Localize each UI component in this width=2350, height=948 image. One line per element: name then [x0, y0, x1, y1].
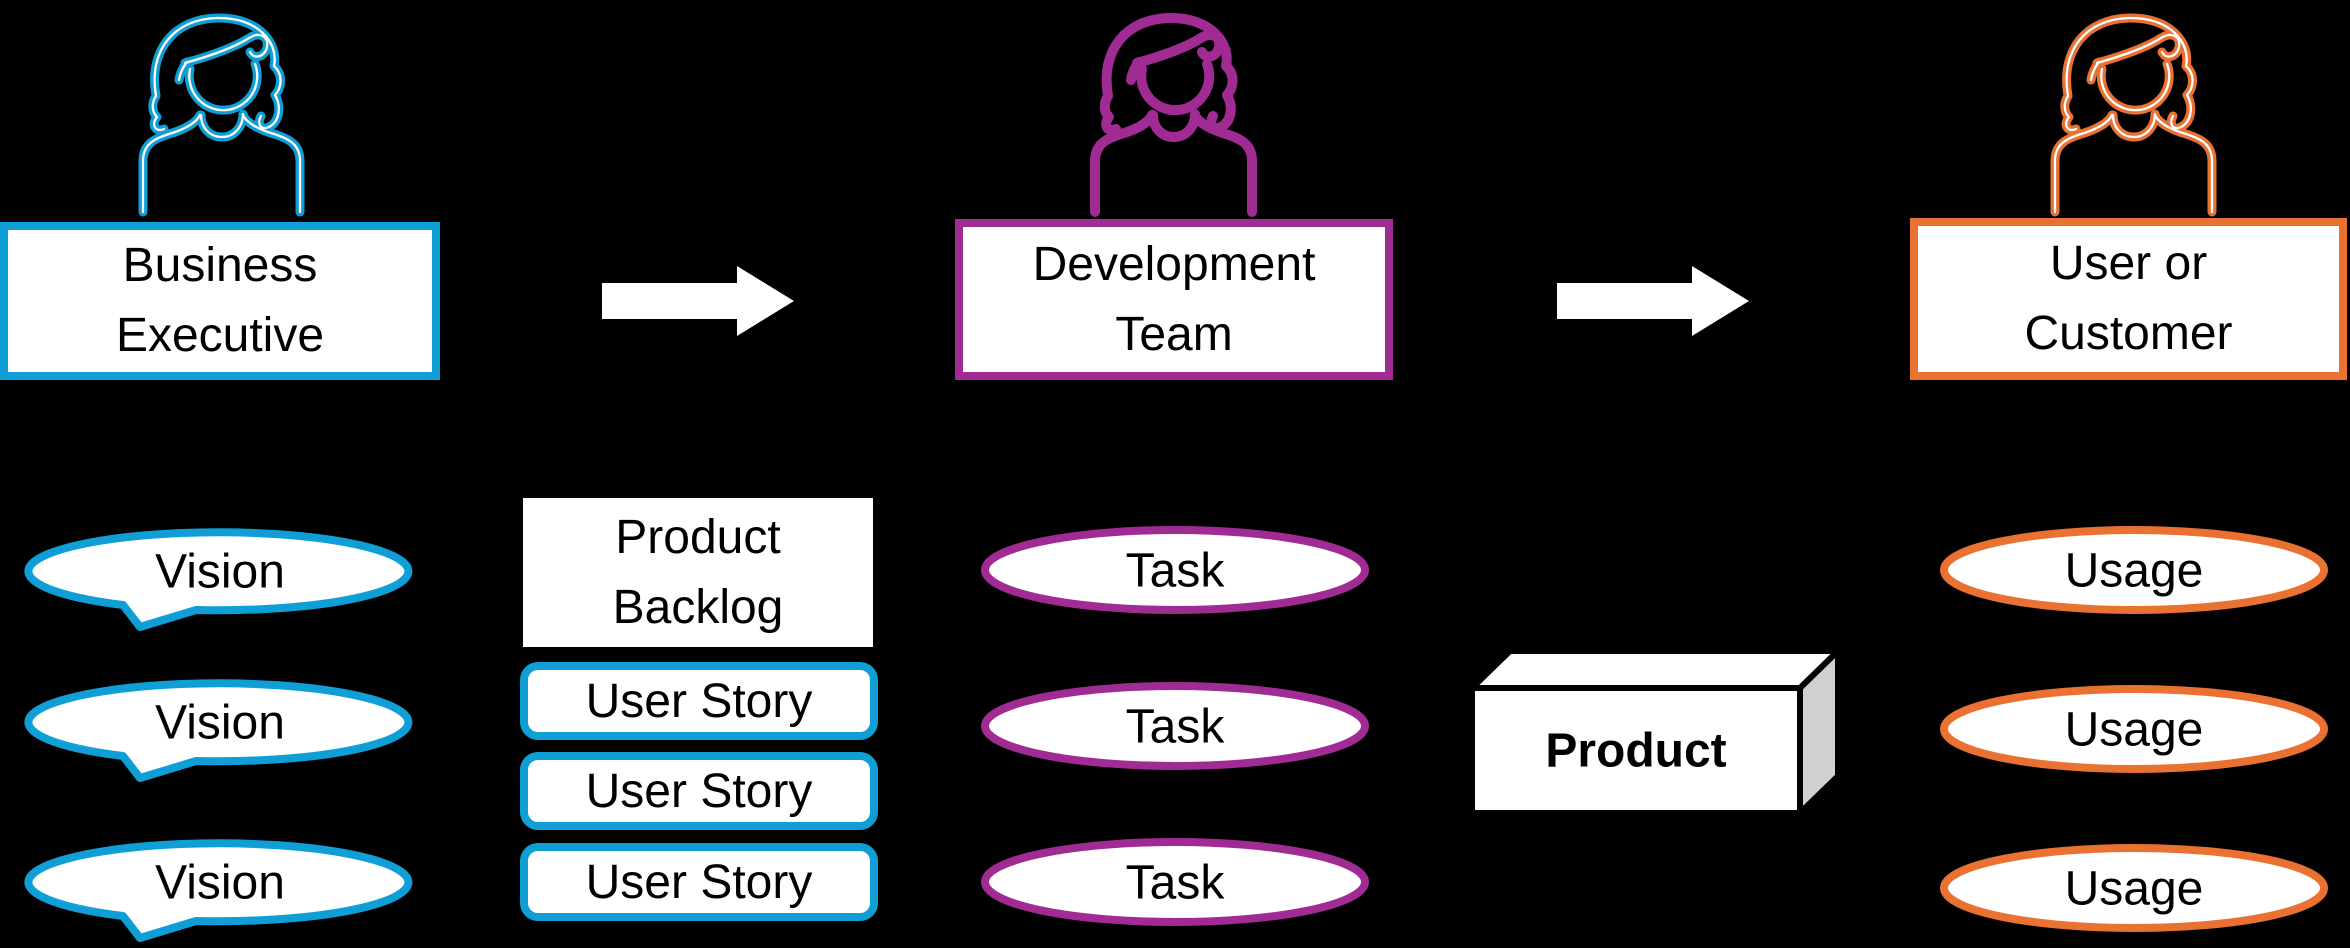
- vision-label: Vision: [155, 546, 285, 599]
- task-ellipse: Task: [981, 682, 1369, 770]
- user-or-customer-box: User or Customer: [1910, 218, 2347, 380]
- woman-user-icon: [1094, 17, 1253, 213]
- task-ellipse: Task: [981, 526, 1369, 614]
- vision-label: Vision: [155, 857, 285, 910]
- right-arrow-icon: [602, 266, 794, 336]
- vision-speech-bubble: Vision: [24, 839, 413, 942]
- development-team-label-line1: Development: [1032, 237, 1316, 291]
- user-or-customer-label-line1: User or: [2049, 237, 2208, 290]
- business-executive-label-line1: Business: [122, 239, 318, 292]
- user-story-card: User Story: [520, 662, 878, 740]
- usage-ellipse: Usage: [1940, 844, 2328, 932]
- right-arrow-icon: [1557, 266, 1749, 336]
- vision-speech-bubble: Vision: [24, 528, 413, 631]
- usage-label: Usage: [2065, 704, 2204, 757]
- vision-label: Vision: [155, 697, 285, 750]
- product-backlog-label-line2: Backlog: [612, 580, 784, 634]
- product-backlog-box: Product Backlog: [523, 498, 873, 647]
- user-story-label: User Story: [585, 674, 813, 728]
- usage-ellipse: Usage: [1940, 685, 2328, 773]
- task-ellipse: Task: [981, 838, 1369, 926]
- task-label: Task: [1126, 545, 1226, 598]
- task-label: Task: [1126, 701, 1226, 754]
- business-executive-label-line2: Executive: [115, 309, 325, 362]
- vision-speech-bubble: Vision: [24, 679, 413, 782]
- usage-label: Usage: [2065, 545, 2204, 598]
- user-story-label: User Story: [585, 855, 813, 909]
- usage-ellipse: Usage: [1940, 526, 2328, 614]
- user-story-card: User Story: [520, 752, 878, 830]
- woman-user-icon: [2054, 17, 2213, 213]
- user-story-label: User Story: [585, 764, 813, 818]
- woman-user-icon: [142, 17, 301, 213]
- business-executive-box: Business Executive: [0, 222, 440, 380]
- product-backlog-label-line1: Product: [615, 510, 781, 564]
- user-or-customer-label-line2: Customer: [2024, 307, 2233, 360]
- usage-label: Usage: [2065, 863, 2204, 916]
- task-label: Task: [1126, 857, 1226, 910]
- product-label: Product: [1545, 725, 1726, 778]
- development-team-label-line2: Team: [1115, 307, 1233, 361]
- product-3d-box: Product: [1469, 648, 1841, 816]
- user-story-card: User Story: [520, 843, 878, 921]
- development-team-box: Development Team: [955, 219, 1393, 380]
